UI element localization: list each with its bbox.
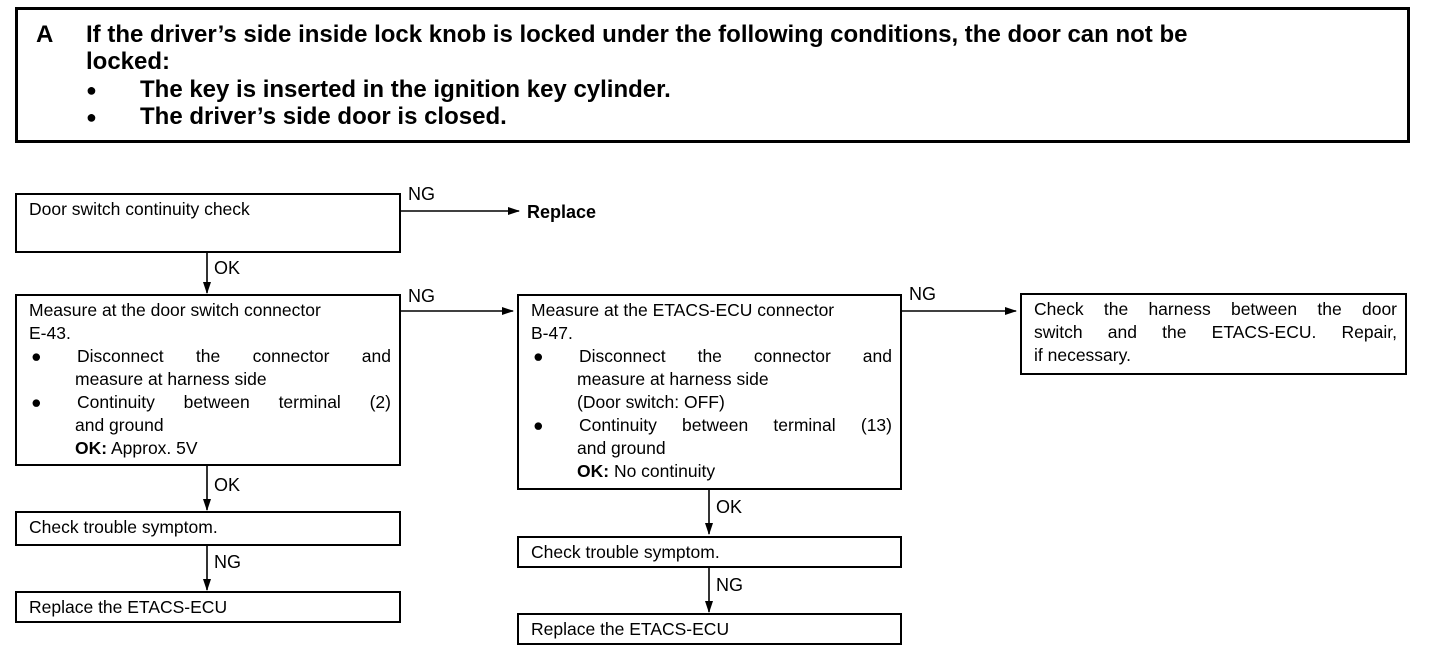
bullet-1: ● [31,346,42,366]
check-trouble-box-mid: Check trouble symptom. [517,536,902,568]
check-trouble-box-left: Check trouble symptom. [15,511,401,546]
condition-item-2: The driver’s side door is closed. [140,103,507,130]
measure-etacs-step1-note: (Door switch: OFF) [577,392,725,412]
bullet-4: ● [533,415,544,435]
measure-door-connector: E-43. [29,323,71,343]
ok-criterion-key-etacs: OK: [577,461,610,481]
replace-ecu-text-left: Replace the ETACS-ECU [29,597,228,617]
ng-label-2: NG [408,286,435,306]
condition-text-line2: locked: [86,48,171,75]
bullet-3: ● [533,346,544,366]
replace-label: Replace [527,202,597,222]
measure-door-title: Measure at the door switch connector [29,300,321,320]
door-switch-check-text: Door switch continuity check [29,199,250,219]
check-trouble-text-left: Check trouble symptom. [29,517,218,537]
ng-label-top: NG [408,184,435,204]
ng-label-left: NG [214,552,241,572]
measure-door-step1: Disconnect the connector and [77,346,391,366]
ng-label-mid: NG [716,575,743,595]
ok-criterion-key: OK: [75,438,108,458]
measure-etacs-connector: B-47. [531,323,573,343]
measure-door-switch-box: Measure at the door switch connector E-4… [15,294,401,466]
replace-ecu-text-mid: Replace the ETACS-ECU [531,619,730,639]
harness-check-box: Check the harness between the door switc… [1020,293,1407,375]
ng-label-3: NG [909,284,936,304]
ok-label-mid: OK [716,497,743,517]
door-switch-check-box: Door switch continuity check [15,193,401,253]
measure-etacs-step2: Continuity between terminal (13) [579,415,892,435]
ok-label-2: OK [214,475,241,495]
measure-etacs-title: Measure at the ETACS-ECU connector [531,300,835,320]
check-trouble-text-mid: Check trouble symptom. [531,542,720,562]
measure-door-step2: Continuity between terminal (2) [77,392,391,412]
measure-etacs-box: Measure at the ETACS-ECU connector B-47.… [517,294,902,490]
ok-criterion-value-etacs: No continuity [613,461,716,481]
condition-text-line1: If the driver’s side inside lock knob is… [86,21,1188,48]
harness-check-line2: switch and the ETACS-ECU. Repair, [1034,322,1397,342]
replace-ecu-box-left: Replace the ETACS-ECU [15,591,401,623]
harness-check-line3: if necessary. [1034,345,1131,365]
ok-criterion-value: Approx. 5V [110,438,198,458]
measure-door-step1-cont: measure at harness side [75,369,267,389]
condition-box [15,7,1410,143]
measure-door-step2-cont: and ground [75,415,164,435]
measure-etacs-step1-cont: measure at harness side [577,369,769,389]
replace-ecu-box-mid: Replace the ETACS-ECU [517,613,902,645]
condition-bullet-1: ● [86,80,97,100]
condition-letter: A [36,21,54,48]
measure-etacs-step2-cont: and ground [577,438,666,458]
measure-etacs-step1: Disconnect the connector and [579,346,892,366]
condition-bullet-2: ● [86,107,97,127]
condition-item-1: The key is inserted in the ignition key … [140,76,671,103]
bullet-2: ● [31,392,42,412]
harness-check-line1: Check the harness between the door [1034,299,1397,319]
ok-label-1: OK [214,258,241,278]
